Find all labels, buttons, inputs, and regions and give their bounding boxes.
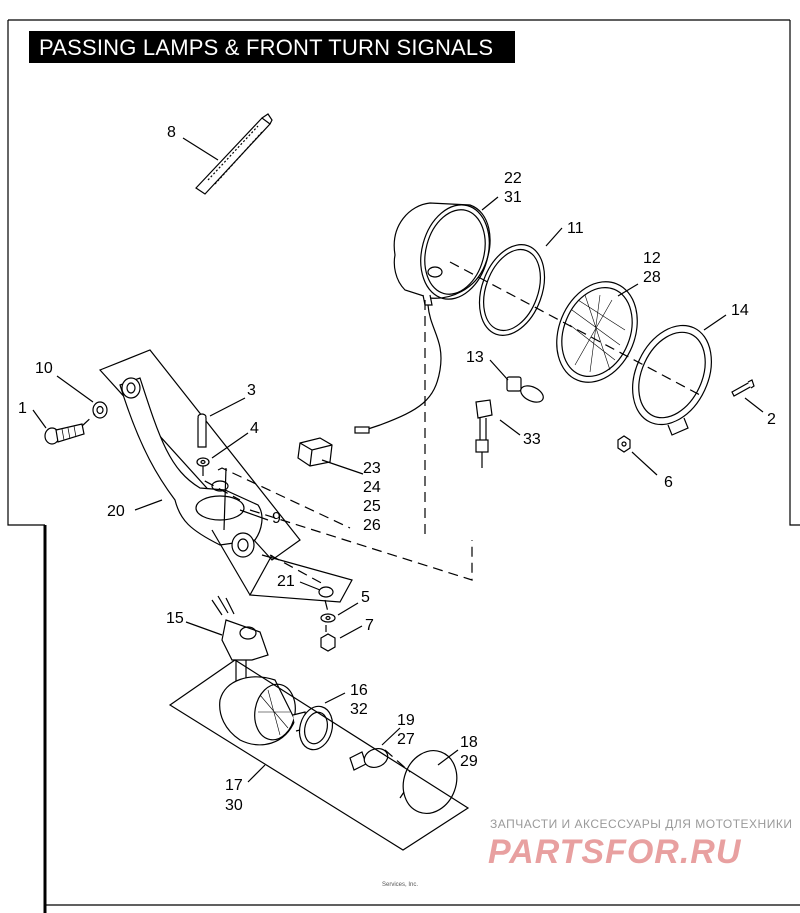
mount-bracket-part-20 [98,349,301,561]
callout-8: 8 [167,124,176,141]
callout-26: 26 [363,517,381,534]
watermark-logo: PARTSFOR.RU [488,833,742,871]
turn-lens-part-18 [399,750,458,814]
assembly-dashed-lines [81,300,473,773]
callout-32: 32 [350,701,368,718]
callout-19: 19 [397,712,415,729]
callout-20: 20 [107,503,125,520]
callout-33: 33 [523,431,541,448]
cable-strap-part-8 [195,113,273,195]
screw-part-2 [731,379,755,397]
bolt-part-1 [44,423,85,445]
callout-18: 18 [460,734,478,751]
kit-outline-part-17 [168,659,470,851]
callout-23: 23 [363,460,381,477]
title-bar: PASSING LAMPS & FRONT TURN SIGNALS [29,31,515,63]
callout-1: 1 [18,400,27,417]
washer-part-5 [320,613,336,623]
bulb-part-13 [506,376,544,403]
bulb-socket-part-33 [475,399,493,468]
lamp-housing-part-22 [354,202,491,434]
callout-2: 2 [767,411,776,428]
callout-16: 16 [350,682,368,699]
callout-30: 30 [225,797,243,814]
callout-12: 12 [643,250,661,267]
diagram-title: PASSING LAMPS & FRONT TURN SIGNALS [39,35,494,60]
washer-part-4 [196,457,210,467]
callout-7: 7 [365,617,374,634]
callout-28: 28 [643,269,661,286]
nut-part-7 [320,633,336,652]
callout-9: 9 [272,510,281,527]
bracket-guide-lines [211,467,353,603]
callout-10: 10 [35,360,53,377]
turn-bulb-part-19 [349,747,389,771]
callout-27: 27 [397,731,415,748]
callout-3: 3 [247,382,256,399]
trim-ring-part-14 [632,324,712,436]
frame [7,19,800,913]
callout-29: 29 [460,753,478,770]
callout-17: 17 [225,777,243,794]
turn-signal-housing-part-16 [219,676,334,751]
callout-11: 11 [567,220,584,237]
turn-signal-stem-part-15 [211,595,269,682]
bolt-part-3 [197,413,207,448]
watermark-tagline: ЗАПЧАСТИ И АКСЕССУАРЫ ДЛЯ МОТОТЕХНИКИ [490,817,793,831]
copyright-text: Services, Inc. [382,882,419,888]
callout-13: 13 [466,349,484,366]
lamp-lens-part-12 [556,281,638,383]
callout-5: 5 [361,589,370,606]
washer-part-10 [92,401,108,419]
nut-part-6 [617,435,631,453]
callout-21: 21 [277,573,295,590]
callout-14: 14 [731,302,749,319]
callout-31: 31 [504,189,522,206]
callout-6: 6 [664,474,673,491]
connector-part-23 [297,437,333,467]
callout-labels: 8 22 31 11 12 28 14 13 2 6 33 23 24 25 2… [18,124,776,814]
callout-25: 25 [363,498,381,515]
callout-15: 15 [166,610,184,627]
leader-lines [32,137,764,783]
callout-4: 4 [250,420,259,437]
spacer-part-21 [318,586,334,598]
callout-22: 22 [504,170,522,187]
callout-24: 24 [363,479,381,496]
